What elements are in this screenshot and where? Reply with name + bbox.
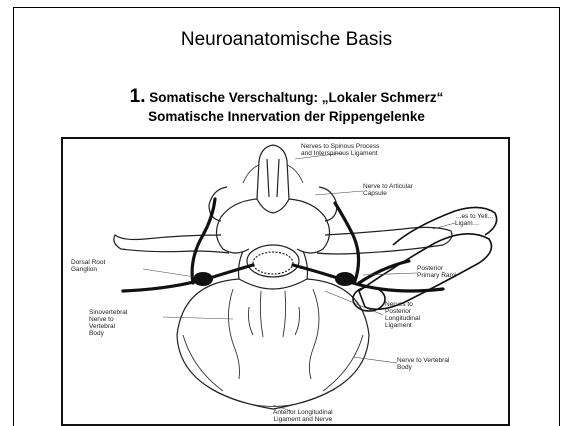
vertebra-illustration <box>63 139 508 424</box>
spinous-process <box>257 145 289 213</box>
section-heading: 1. Somatische Verschaltung: „Lokaler Sch… <box>14 86 559 108</box>
lamina-right <box>289 199 330 253</box>
spinal-cord <box>253 252 293 274</box>
articulation-circle <box>353 287 385 311</box>
label-yellow-ligament: …es to Yell…Ligam… <box>455 213 494 227</box>
dorsal-root-ganglion-right <box>335 272 355 286</box>
transverse-process-right <box>317 227 452 254</box>
section-number: 1. <box>130 86 146 107</box>
nerve-root-left <box>123 265 253 291</box>
lamina-left <box>216 199 257 253</box>
vertebral-body <box>177 279 369 409</box>
slide-title: Neuroanatomische Basis <box>14 29 559 51</box>
transverse-process-left <box>114 235 229 253</box>
dorsal-root-ganglion-left <box>193 272 213 286</box>
slide: Neuroanatomische Basis 1. Somatische Ver… <box>13 7 560 426</box>
spinal-canal <box>247 245 299 277</box>
section-subheading: Somatische Innervation der Rippengelenke <box>14 109 559 124</box>
section-heading-text: Somatische Verschaltung: „Lokaler Schmer… <box>146 90 444 105</box>
